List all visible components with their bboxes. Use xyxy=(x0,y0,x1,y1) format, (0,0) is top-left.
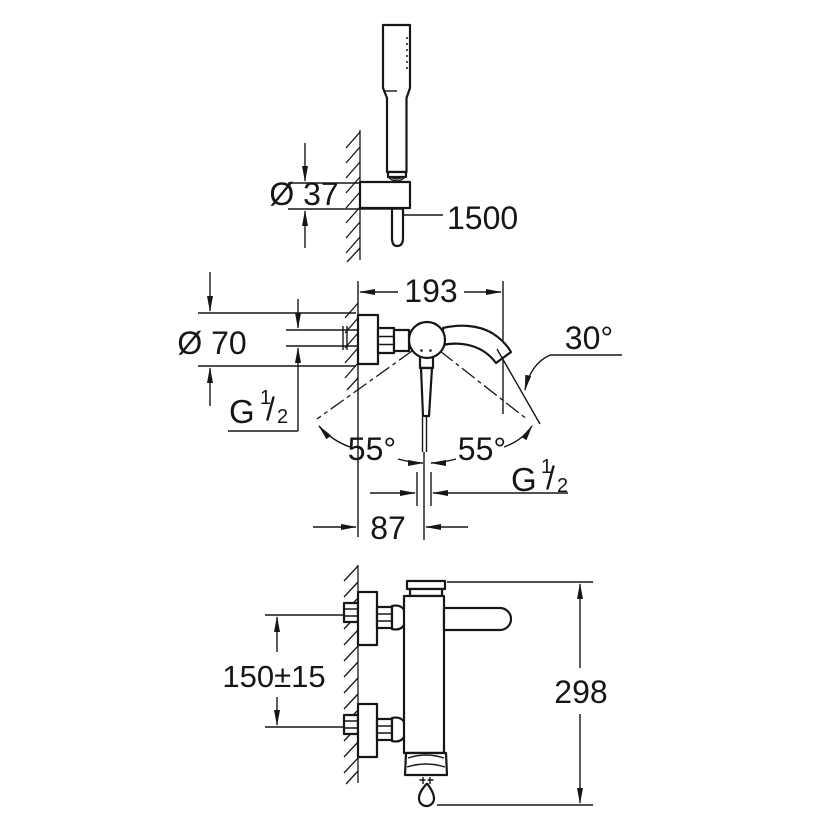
ball-dot xyxy=(420,349,423,352)
spray-face-dots xyxy=(406,37,408,69)
shower-hose xyxy=(390,206,405,248)
diverter-stem xyxy=(419,777,434,784)
ball-dot xyxy=(429,349,432,352)
mixer-front-view: 193 Ø 70 G 1 / 2 xyxy=(177,272,622,546)
dimension-lever-angle-left: 55° xyxy=(318,425,424,467)
dimension-escutcheon-diameter: Ø 70 xyxy=(177,272,356,406)
lever-centerline-right xyxy=(439,350,529,421)
escutcheon-diameter-label: Ø 70 xyxy=(177,325,246,361)
dimension-outlet-thread: G 1 / 2 xyxy=(370,456,568,506)
dimension-lever-angle-right: 55° xyxy=(430,425,533,467)
spout-angle-label: 30° xyxy=(565,320,613,356)
dimension-overall-height: 298 xyxy=(437,581,608,806)
projection-label: 193 xyxy=(404,273,457,309)
control-ball xyxy=(407,320,447,360)
lower-nut xyxy=(375,717,394,742)
wall-holder-bracket xyxy=(358,180,412,210)
mixer-body xyxy=(402,594,446,755)
connection-spacing-label: 150±15 xyxy=(222,659,325,694)
escutcheon xyxy=(356,313,380,366)
body-top-cap xyxy=(405,579,447,591)
dimension-supply-thread: G 1 / 2 xyxy=(228,299,301,432)
lever-angle-right-label: 55° xyxy=(458,431,506,467)
wall-hatching xyxy=(344,302,359,391)
outlet-thread-label: G 1 / 2 xyxy=(511,456,568,498)
hand-shower-connector xyxy=(386,170,408,179)
dimension-connection-spacing: 150±15 xyxy=(222,616,326,726)
mixer-side-view: 150±15 298 xyxy=(222,565,608,808)
lower-escutcheon xyxy=(356,702,379,759)
dimension-wall-to-spout-center: 87 xyxy=(313,510,468,546)
lower-connection xyxy=(342,702,408,759)
mounting-nut xyxy=(376,326,396,355)
spout-axis-line xyxy=(496,348,541,425)
hand-shower-view: Ø 37 1500 xyxy=(269,23,518,263)
side-handle xyxy=(442,606,513,632)
nut-flats xyxy=(378,335,394,346)
dimension-hose-length: 1500 xyxy=(404,200,518,236)
dimension-spout-angle: 30° xyxy=(496,320,622,425)
supply-pipe xyxy=(286,326,358,350)
lever-centerline-left xyxy=(316,350,413,420)
wall-hatching xyxy=(345,131,361,263)
overall-height-label: 298 xyxy=(554,674,607,710)
hand-shower xyxy=(381,23,412,174)
wall-hatching xyxy=(343,565,359,785)
aerator-curves xyxy=(406,754,446,768)
spout xyxy=(441,324,513,365)
upper-escutcheon xyxy=(356,590,379,647)
supply-thread-label: G 1 / 2 xyxy=(229,387,288,430)
hose-length-label: 1500 xyxy=(447,200,518,236)
lever-angle-left-label: 55° xyxy=(348,431,396,467)
diverter-knob xyxy=(417,782,436,808)
cartridge-housing xyxy=(392,328,411,353)
upper-connection xyxy=(342,590,408,647)
dimension-holder-diameter: Ø 37 xyxy=(269,143,339,248)
wall-to-spout-label: 87 xyxy=(370,510,406,546)
dimension-projection: 193 xyxy=(359,273,502,309)
lever-handle xyxy=(418,351,435,452)
holder-diameter-label: Ø 37 xyxy=(269,176,338,212)
upper-nut xyxy=(375,605,394,630)
